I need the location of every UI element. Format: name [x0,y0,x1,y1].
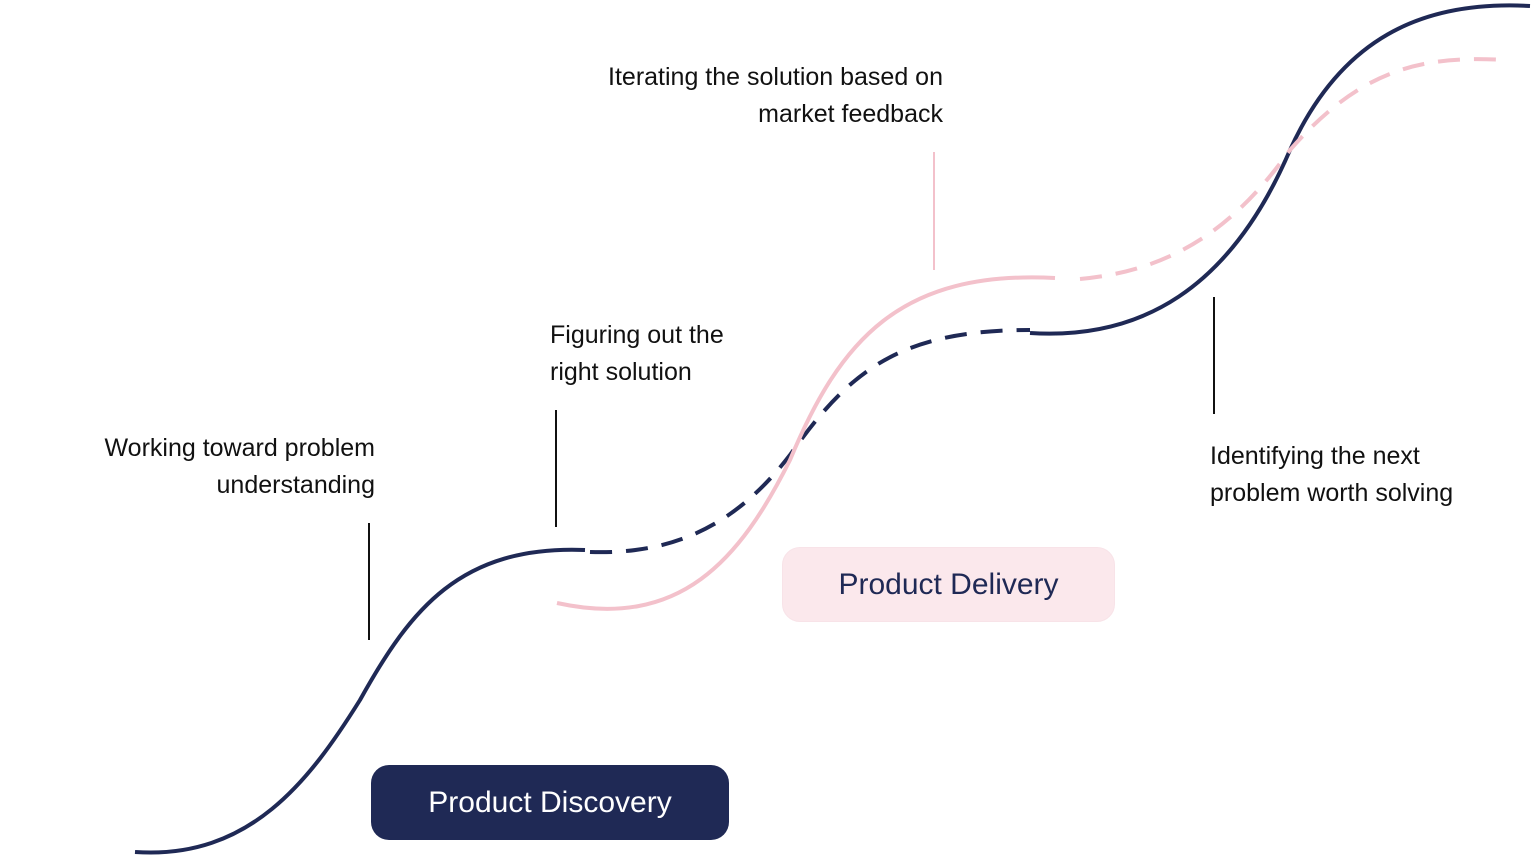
discovery-next-curve [1029,3,1531,336]
annotation-problem-understanding: Working toward problem understanding [105,430,375,504]
annotation-market-feedback: Iterating the solution based on market f… [608,59,943,133]
annotation-line: right solution [550,358,692,386]
annotation-line: Iterating the solution based on [608,63,943,91]
annotation-line: Working toward problem [104,434,375,462]
product-discovery-label: Product Discovery [428,785,672,819]
annotation-next-problem: Identifying the next problem worth solvi… [1210,438,1453,512]
discovery-curve-solid [134,547,586,855]
product-discovery-badge: Product Discovery [371,765,729,840]
product-delivery-badge: Product Delivery [782,547,1115,622]
annotation-line: problem worth solving [1210,479,1454,507]
annotation-line: market feedback [758,100,943,128]
annotation-line: Figuring out the [550,321,724,349]
product-delivery-label: Product Delivery [838,567,1059,601]
delivery-curve-solid [556,275,1056,611]
annotation-line: Identifying the next [1210,442,1420,470]
delivery-curve-dashed [1079,57,1506,281]
annotation-line: understanding [216,471,375,499]
annotation-right-solution: Figuring out the right solution [550,317,724,391]
